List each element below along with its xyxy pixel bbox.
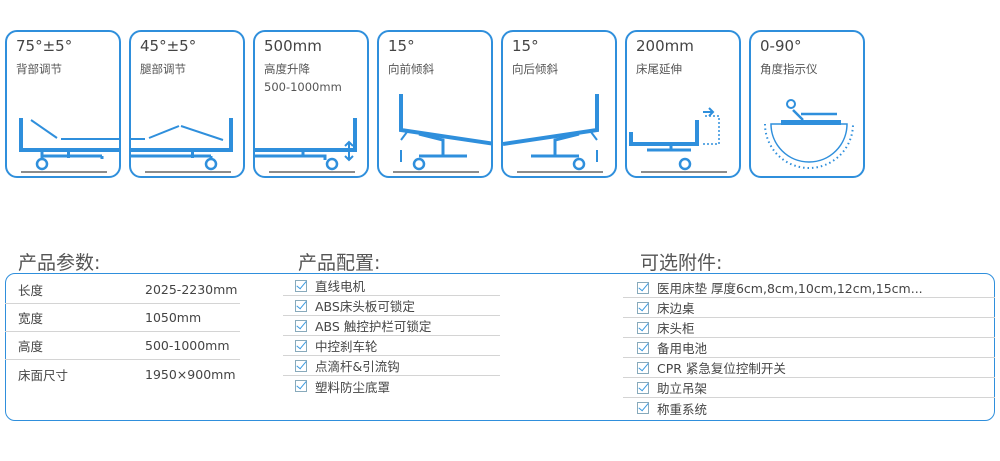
bed-diagram-icon — [19, 118, 119, 173]
accessory-label: 助立吊架 — [657, 381, 708, 396]
param-row: 长度 2025-2230mm — [5, 276, 240, 304]
accessory-label: 床头柜 — [657, 321, 695, 336]
param-row: 床面尺寸 1950×900mm — [5, 360, 240, 388]
config-label: ABS床头板可锁定 — [315, 299, 415, 314]
feature-card: 15° 向后倾斜 — [501, 30, 617, 178]
bed-diagram-icon — [764, 99, 854, 169]
config-label: 点滴杆&引流钩 — [315, 359, 400, 374]
accessory-label: 备用电池 — [657, 341, 708, 356]
feature-card: 45°±5° 腿部调节 — [129, 30, 245, 178]
feature-value: 45°±5° — [140, 37, 197, 55]
accessory-item: 称重系统 — [623, 398, 995, 418]
checkbox-icon — [637, 381, 649, 394]
feature-card: 0-90° 角度指示仪 — [749, 30, 865, 178]
param-name: 长度 — [18, 283, 44, 298]
feature-card: 500mm 高度升降 500-1000mm — [253, 30, 369, 178]
bed-diagram-icon — [131, 118, 233, 173]
accessory-item: 医用床垫 厚度6cm,8cm,10cm,12cm,15cm... — [623, 278, 995, 298]
checkbox-icon — [637, 281, 649, 294]
param-name: 高度 — [18, 339, 44, 354]
feature-label: 背部调节 — [16, 62, 62, 76]
feature-value: 500mm — [264, 37, 322, 55]
feature-value: 200mm — [636, 37, 694, 55]
feature-sub: 500-1000mm — [264, 80, 342, 94]
config-label: 塑料防尘底罩 — [315, 379, 391, 395]
accessory-label: CPR 紧急复位控制开关 — [657, 361, 786, 376]
bed-diagram-icon — [393, 94, 491, 173]
feature-card: 200mm 床尾延伸 — [625, 30, 741, 178]
feature-label: 向前倾斜 — [388, 62, 434, 76]
checkbox-icon — [295, 319, 307, 332]
config-item: 塑料防尘底罩 — [283, 376, 500, 396]
bed-diagram-icon — [255, 118, 357, 173]
checkbox-icon — [637, 301, 649, 314]
config-item: ABS床头板可锁定 — [283, 296, 500, 316]
checkbox-icon — [637, 361, 649, 374]
param-row: 高度 500-1000mm — [5, 332, 240, 360]
feature-label: 角度指示仪 — [760, 62, 818, 76]
accessories-title: 可选附件: — [640, 252, 723, 274]
param-name: 宽度 — [18, 311, 44, 326]
param-value: 1050mm — [145, 310, 202, 325]
config-label: 中控刹车轮 — [315, 339, 378, 354]
feature-label: 高度升降 — [264, 62, 310, 76]
config-label: 直线电机 — [315, 279, 366, 294]
feature-card: 15° 向前倾斜 — [377, 30, 493, 178]
params-title: 产品参数: — [18, 252, 101, 274]
accessory-label: 床边桌 — [657, 301, 695, 316]
checkbox-icon — [295, 339, 307, 352]
feature-value: 15° — [388, 37, 415, 55]
param-name: 床面尺寸 — [18, 367, 69, 383]
accessory-item: CPR 紧急复位控制开关 — [623, 358, 995, 378]
checkbox-icon — [295, 380, 307, 392]
accessory-item: 助立吊架 — [623, 378, 995, 398]
config-title: 产品配置: — [298, 252, 381, 274]
accessory-label: 医用床垫 厚度6cm,8cm,10cm,12cm,15cm... — [657, 281, 923, 296]
feature-value: 15° — [512, 37, 539, 55]
checkbox-icon — [295, 279, 307, 292]
checkbox-icon — [637, 402, 649, 414]
feature-value: 75°±5° — [16, 37, 73, 55]
param-value: 500-1000mm — [145, 338, 230, 353]
param-value: 2025-2230mm — [145, 282, 238, 297]
feature-label: 腿部调节 — [140, 62, 186, 76]
feature-label: 向后倾斜 — [512, 62, 558, 76]
checkbox-icon — [637, 321, 649, 334]
checkbox-icon — [295, 359, 307, 372]
accessory-item: 床边桌 — [623, 298, 995, 318]
spec-panel — [5, 273, 995, 421]
config-item: 点滴杆&引流钩 — [283, 356, 500, 376]
config-item: 直线电机 — [283, 276, 500, 296]
bed-diagram-icon — [503, 94, 603, 173]
feature-label: 床尾延伸 — [636, 62, 682, 76]
param-value: 1950×900mm — [145, 366, 236, 382]
config-item: 中控刹车轮 — [283, 336, 500, 356]
feature-value: 0-90° — [760, 37, 802, 55]
feature-card: 75°±5° 背部调节 — [5, 30, 121, 178]
config-item: ABS 触控护栏可锁定 — [283, 316, 500, 336]
bed-diagram-icon — [629, 107, 727, 173]
param-row: 宽度 1050mm — [5, 304, 240, 332]
config-label: ABS 触控护栏可锁定 — [315, 319, 432, 334]
accessory-item: 床头柜 — [623, 318, 995, 338]
accessory-label: 称重系统 — [657, 401, 708, 417]
accessory-item: 备用电池 — [623, 338, 995, 358]
checkbox-icon — [637, 341, 649, 354]
checkbox-icon — [295, 299, 307, 312]
